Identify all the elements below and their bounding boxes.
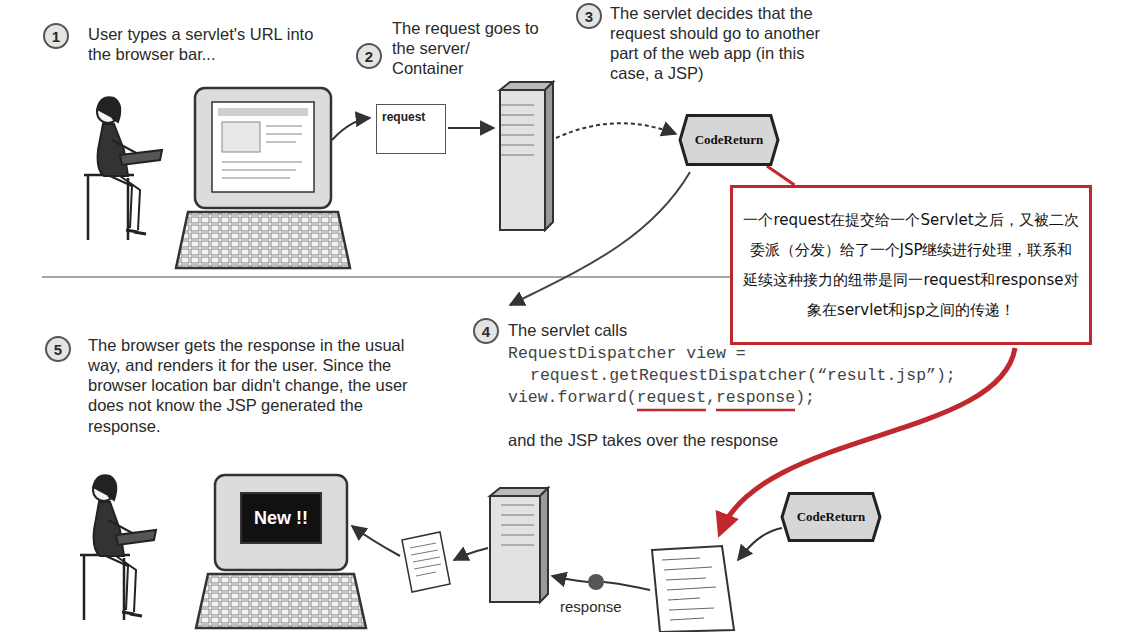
server-tower bbox=[500, 90, 545, 230]
response-page bbox=[402, 532, 450, 592]
node-text: CodeReturn bbox=[695, 132, 764, 148]
response-dot bbox=[588, 574, 604, 590]
server-tower bbox=[540, 488, 548, 602]
node-text: New !! bbox=[254, 507, 308, 530]
user-figure bbox=[80, 475, 156, 620]
browser-computer bbox=[266, 142, 296, 143]
step-text: The browser gets the response in the usu… bbox=[88, 335, 418, 436]
flow-arrow bbox=[510, 172, 690, 305]
servlet-badge: CodeReturn bbox=[678, 114, 780, 166]
user-figure bbox=[94, 502, 124, 556]
server-tower bbox=[490, 496, 540, 602]
callout-number: 5 bbox=[45, 336, 71, 362]
node-text: CodeReturn bbox=[797, 509, 866, 525]
user-figure bbox=[97, 97, 120, 122]
user-figure bbox=[122, 612, 142, 616]
server-tower bbox=[545, 82, 553, 230]
callout-number: 1 bbox=[43, 23, 69, 49]
step-text: User types a servlet's URL into the brow… bbox=[88, 24, 328, 64]
server-tower bbox=[500, 82, 553, 230]
flow-arrow bbox=[556, 123, 676, 138]
browser-computer bbox=[222, 178, 290, 179]
flow-arrow bbox=[352, 526, 400, 556]
callout-number: 3 bbox=[576, 3, 602, 29]
underline bbox=[637, 409, 706, 412]
user-figure bbox=[120, 150, 162, 165]
jsp-document bbox=[652, 546, 734, 632]
flow-label: response bbox=[560, 598, 622, 616]
user-figure bbox=[126, 230, 146, 234]
server-tower bbox=[490, 488, 548, 602]
flow-arrow bbox=[454, 548, 488, 560]
request-paper: request bbox=[376, 104, 446, 154]
node-text: 一个request在提交给一个Servlet之后，又被二次委派（分发）给了一个J… bbox=[743, 205, 1079, 325]
user-figure bbox=[84, 97, 162, 240]
browser-computer bbox=[176, 212, 350, 268]
browser-computer bbox=[212, 102, 314, 192]
server-tower bbox=[500, 100, 545, 160]
underline bbox=[716, 409, 795, 412]
flow-arrow bbox=[604, 582, 650, 590]
user-figure bbox=[110, 176, 140, 230]
browser-computer bbox=[195, 88, 331, 208]
code-line: request.getRequestDispatcher(“result.jsp… bbox=[530, 366, 956, 386]
user-figure bbox=[80, 555, 130, 620]
step-text: The servlet decides that the request sho… bbox=[610, 3, 825, 84]
browser-computer bbox=[266, 126, 302, 127]
browser-computer bbox=[215, 475, 347, 570]
server-tower bbox=[490, 488, 548, 496]
browser-computer bbox=[196, 475, 366, 628]
screen: New !! bbox=[240, 492, 322, 544]
step-text: The request goes to the server/ Containe… bbox=[392, 18, 542, 78]
browser-computer bbox=[218, 108, 308, 116]
code-line: view.forward(request,response); bbox=[508, 388, 815, 408]
user-figure bbox=[93, 475, 116, 500]
browser-computer bbox=[176, 88, 350, 268]
browser-computer bbox=[222, 162, 302, 163]
badge-outline bbox=[680, 116, 778, 165]
callout-number: 4 bbox=[473, 318, 499, 344]
node-text: request bbox=[382, 110, 425, 125]
user-figure bbox=[116, 530, 156, 545]
note-callout: 一个request在提交给一个Servlet之后，又被二次委派（分发）给了一个J… bbox=[730, 185, 1092, 345]
flow-arrow bbox=[332, 118, 370, 140]
flow-arrow bbox=[738, 528, 782, 560]
step-text: The servlet calls bbox=[508, 320, 627, 340]
step-text: and the JSP takes over the response bbox=[508, 430, 778, 450]
code-line: RequestDispatcher view = bbox=[508, 344, 746, 364]
jsp-document bbox=[652, 546, 734, 632]
user-figure bbox=[106, 556, 136, 612]
browser-computer bbox=[266, 134, 302, 135]
flow-arrow bbox=[448, 127, 494, 129]
flow-arrow bbox=[552, 576, 588, 582]
servlet-badge: CodeReturn bbox=[780, 492, 882, 542]
server-tower bbox=[490, 504, 535, 554]
browser-computer bbox=[222, 170, 296, 171]
browser-computer bbox=[222, 122, 260, 152]
response-page bbox=[410, 543, 441, 576]
jsp-document bbox=[662, 558, 716, 620]
browser-computer bbox=[196, 574, 366, 628]
connector bbox=[767, 166, 795, 185]
user-figure bbox=[98, 124, 128, 176]
callout-number: 2 bbox=[356, 43, 382, 69]
badge-outline bbox=[782, 494, 880, 541]
response-page bbox=[402, 532, 450, 592]
